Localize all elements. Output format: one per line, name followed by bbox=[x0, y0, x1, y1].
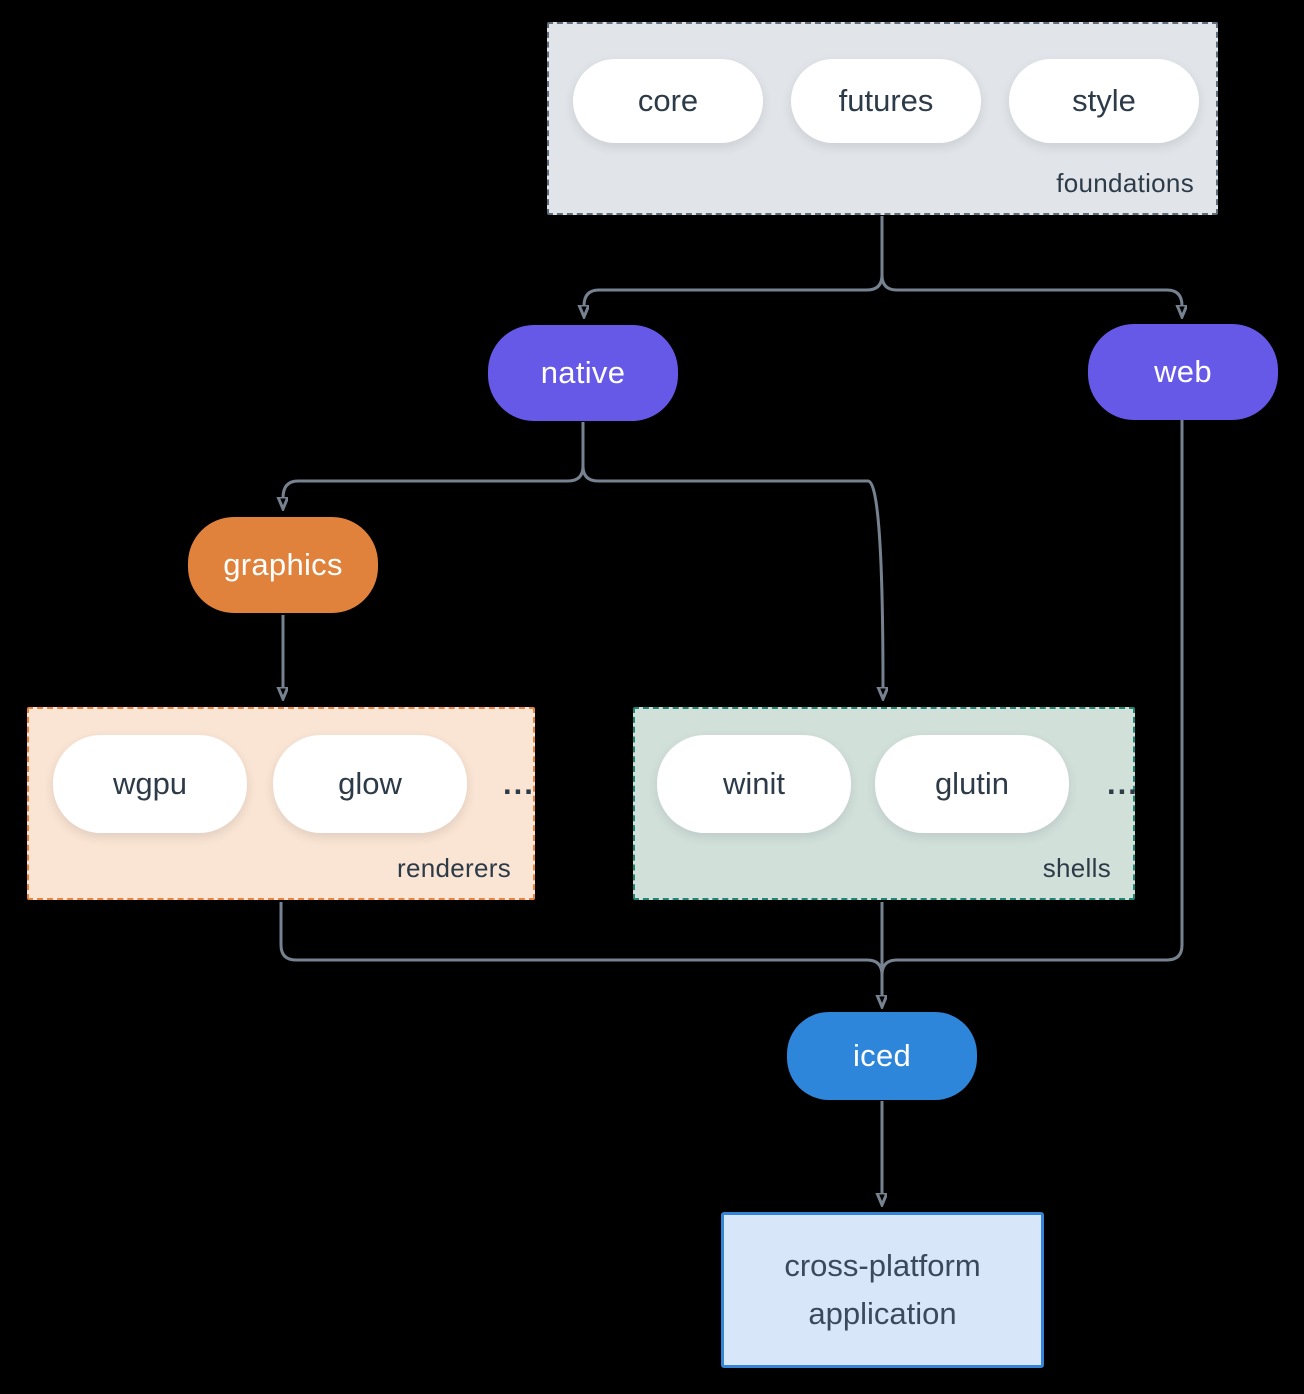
pill-futures: futures bbox=[791, 59, 981, 143]
edge-foundations-native bbox=[584, 216, 884, 306]
shells-ellipsis: ... bbox=[1107, 766, 1139, 801]
pill-wgpu: wgpu bbox=[53, 735, 247, 833]
cross-platform-application-box: cross-platform application bbox=[721, 1212, 1044, 1368]
renderers-group: wgpu glow ... renderers bbox=[27, 707, 535, 900]
edge-renderers-iced bbox=[279, 902, 884, 976]
foundations-pill-row: core futures style bbox=[573, 59, 1199, 143]
node-iced: iced bbox=[787, 1012, 977, 1100]
edge-native-shells bbox=[581, 422, 883, 688]
renderers-label: renderers bbox=[397, 853, 511, 883]
node-web: web bbox=[1088, 324, 1278, 420]
shells-group: winit glutin ... shells bbox=[633, 707, 1137, 900]
renderers-pill-row: wgpu glow ... bbox=[53, 735, 535, 833]
pill-glow: glow bbox=[273, 735, 467, 833]
edge-foundations-web bbox=[880, 216, 1182, 306]
pill-glutin: glutin bbox=[875, 735, 1069, 833]
node-graphics: graphics bbox=[188, 517, 378, 613]
node-native: native bbox=[488, 325, 678, 421]
pill-style: style bbox=[1009, 59, 1199, 143]
shells-label: shells bbox=[1042, 853, 1111, 883]
shells-pill-row: winit glutin ... bbox=[657, 735, 1139, 833]
pill-core: core bbox=[573, 59, 763, 143]
edge-native-graphics bbox=[283, 422, 585, 498]
pill-winit: winit bbox=[657, 735, 851, 833]
foundations-label: foundations bbox=[1056, 168, 1194, 198]
foundations-group: core futures style foundations bbox=[547, 22, 1218, 215]
renderers-ellipsis: ... bbox=[503, 766, 535, 801]
